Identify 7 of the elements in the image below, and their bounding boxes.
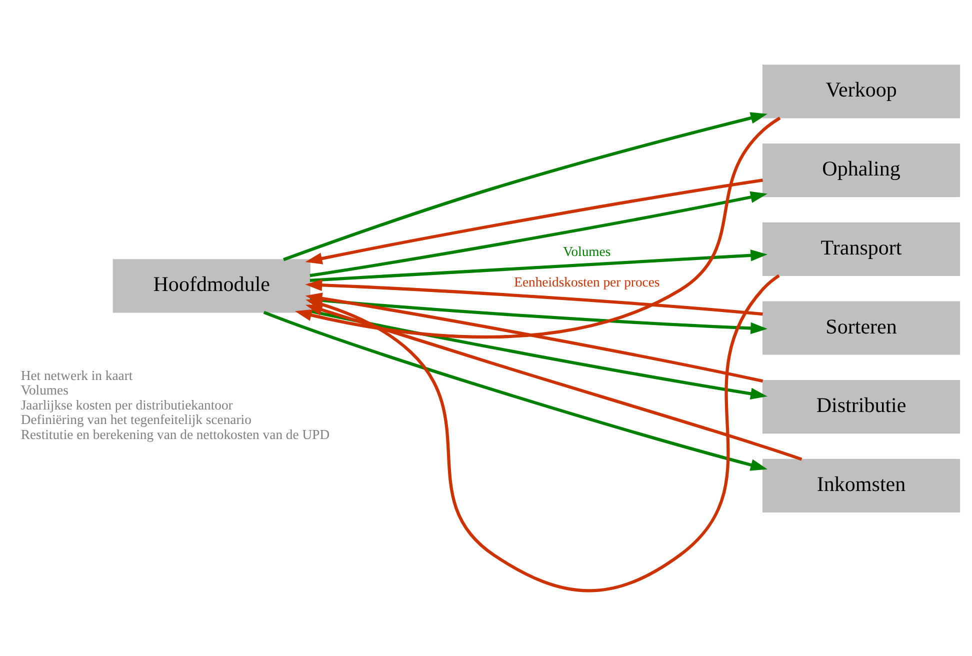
node-label: Jaarlijkse kosten per distributiekantoor bbox=[20, 397, 233, 412]
node-label: Restitutie en berekening van de nettokosten van de UPD bbox=[20, 426, 330, 442]
node-label: Volumes bbox=[20, 382, 68, 398]
edge-label: Eenheidskosten per proces bbox=[514, 274, 660, 290]
edge-label: Volumes bbox=[563, 244, 611, 259]
node-label: Het netwerk in kaart bbox=[20, 368, 133, 383]
node-label: Definiëring van het tegenfeitelijk scenario bbox=[20, 412, 252, 428]
